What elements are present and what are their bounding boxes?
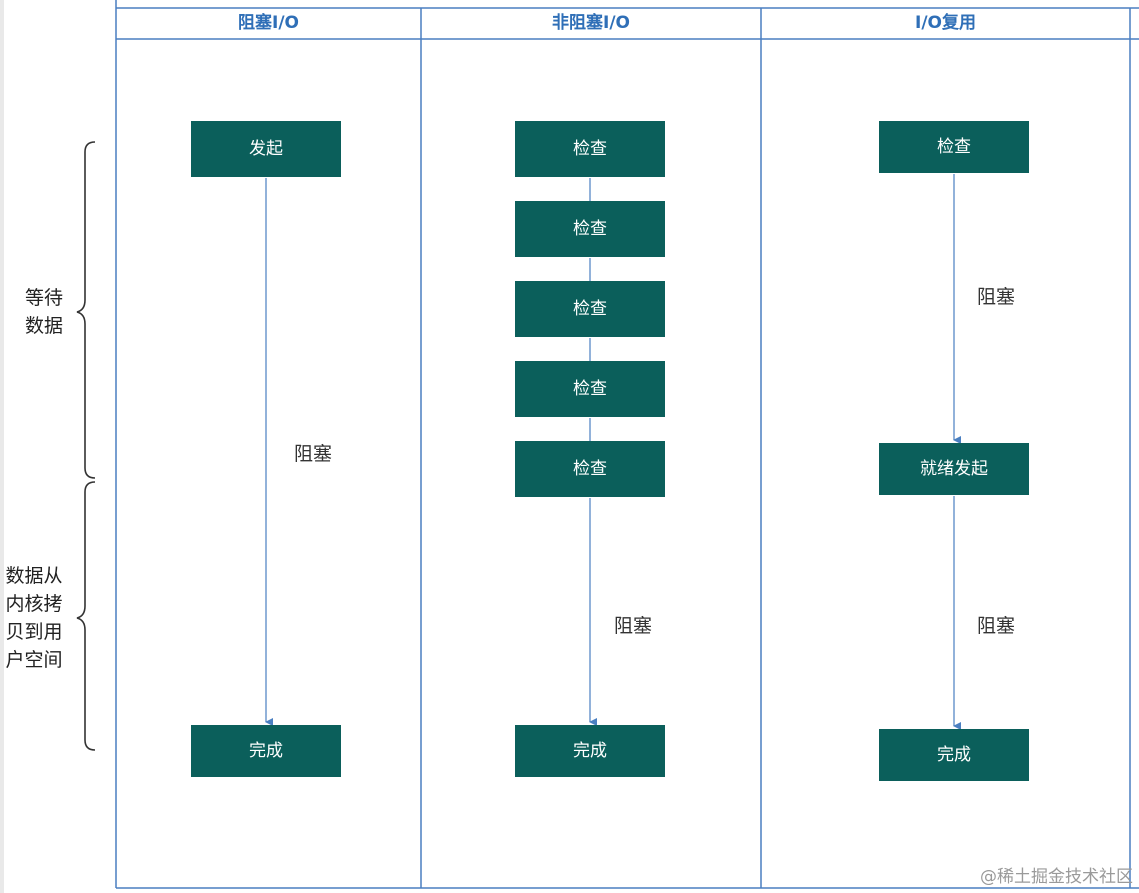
multiplex-check-box: 检查 bbox=[879, 121, 1029, 173]
multiplex-block-label-1: 阻塞 bbox=[977, 286, 1016, 308]
header-nonblocking-io: 非阻塞I/O bbox=[552, 13, 630, 33]
header-blocking-io: 阻塞I/O bbox=[238, 13, 299, 33]
phase-wait-data: 等待 数据 bbox=[14, 284, 74, 340]
left-edge bbox=[0, 0, 4, 893]
phase-braces bbox=[76, 141, 96, 751]
nonblocking-check-box-1: 检查 bbox=[515, 121, 665, 177]
phase-wait-line2: 数据 bbox=[24, 315, 63, 337]
brace-wait-data bbox=[76, 141, 96, 479]
phase-copy-line3: 贝到用 bbox=[5, 621, 63, 643]
phase-copy-line1: 数据从 bbox=[5, 565, 63, 587]
nonblocking-check-box-2: 检查 bbox=[515, 201, 665, 257]
brace-copy-data bbox=[76, 481, 96, 751]
phase-copy-line4: 户空间 bbox=[5, 649, 63, 671]
nonblocking-block-label: 阻塞 bbox=[614, 615, 653, 637]
blocking-block-label: 阻塞 bbox=[294, 443, 333, 465]
header-io-multiplexing: I/O复用 bbox=[915, 13, 976, 33]
phase-copy-data: 数据从 内核拷 贝到用 户空间 bbox=[0, 562, 68, 674]
nonblocking-check-box-3: 检查 bbox=[515, 281, 665, 337]
multiplex-done-box: 完成 bbox=[879, 729, 1029, 781]
nonblocking-check-box-5: 检查 bbox=[515, 441, 665, 497]
watermark: @稀土掘金技术社区 bbox=[980, 867, 1133, 887]
nonblocking-check-box-4: 检查 bbox=[515, 361, 665, 417]
table-grid bbox=[115, 0, 1139, 889]
multiplex-ready-box: 就绪发起 bbox=[879, 443, 1029, 495]
multiplex-block-label-2: 阻塞 bbox=[977, 615, 1016, 637]
phase-wait-line1: 等待 bbox=[24, 287, 63, 309]
nonblocking-done-box: 完成 bbox=[515, 725, 665, 777]
phase-copy-line2: 内核拷 bbox=[5, 593, 63, 615]
blocking-done-box: 完成 bbox=[191, 725, 341, 777]
blocking-start-box: 发起 bbox=[191, 121, 341, 177]
